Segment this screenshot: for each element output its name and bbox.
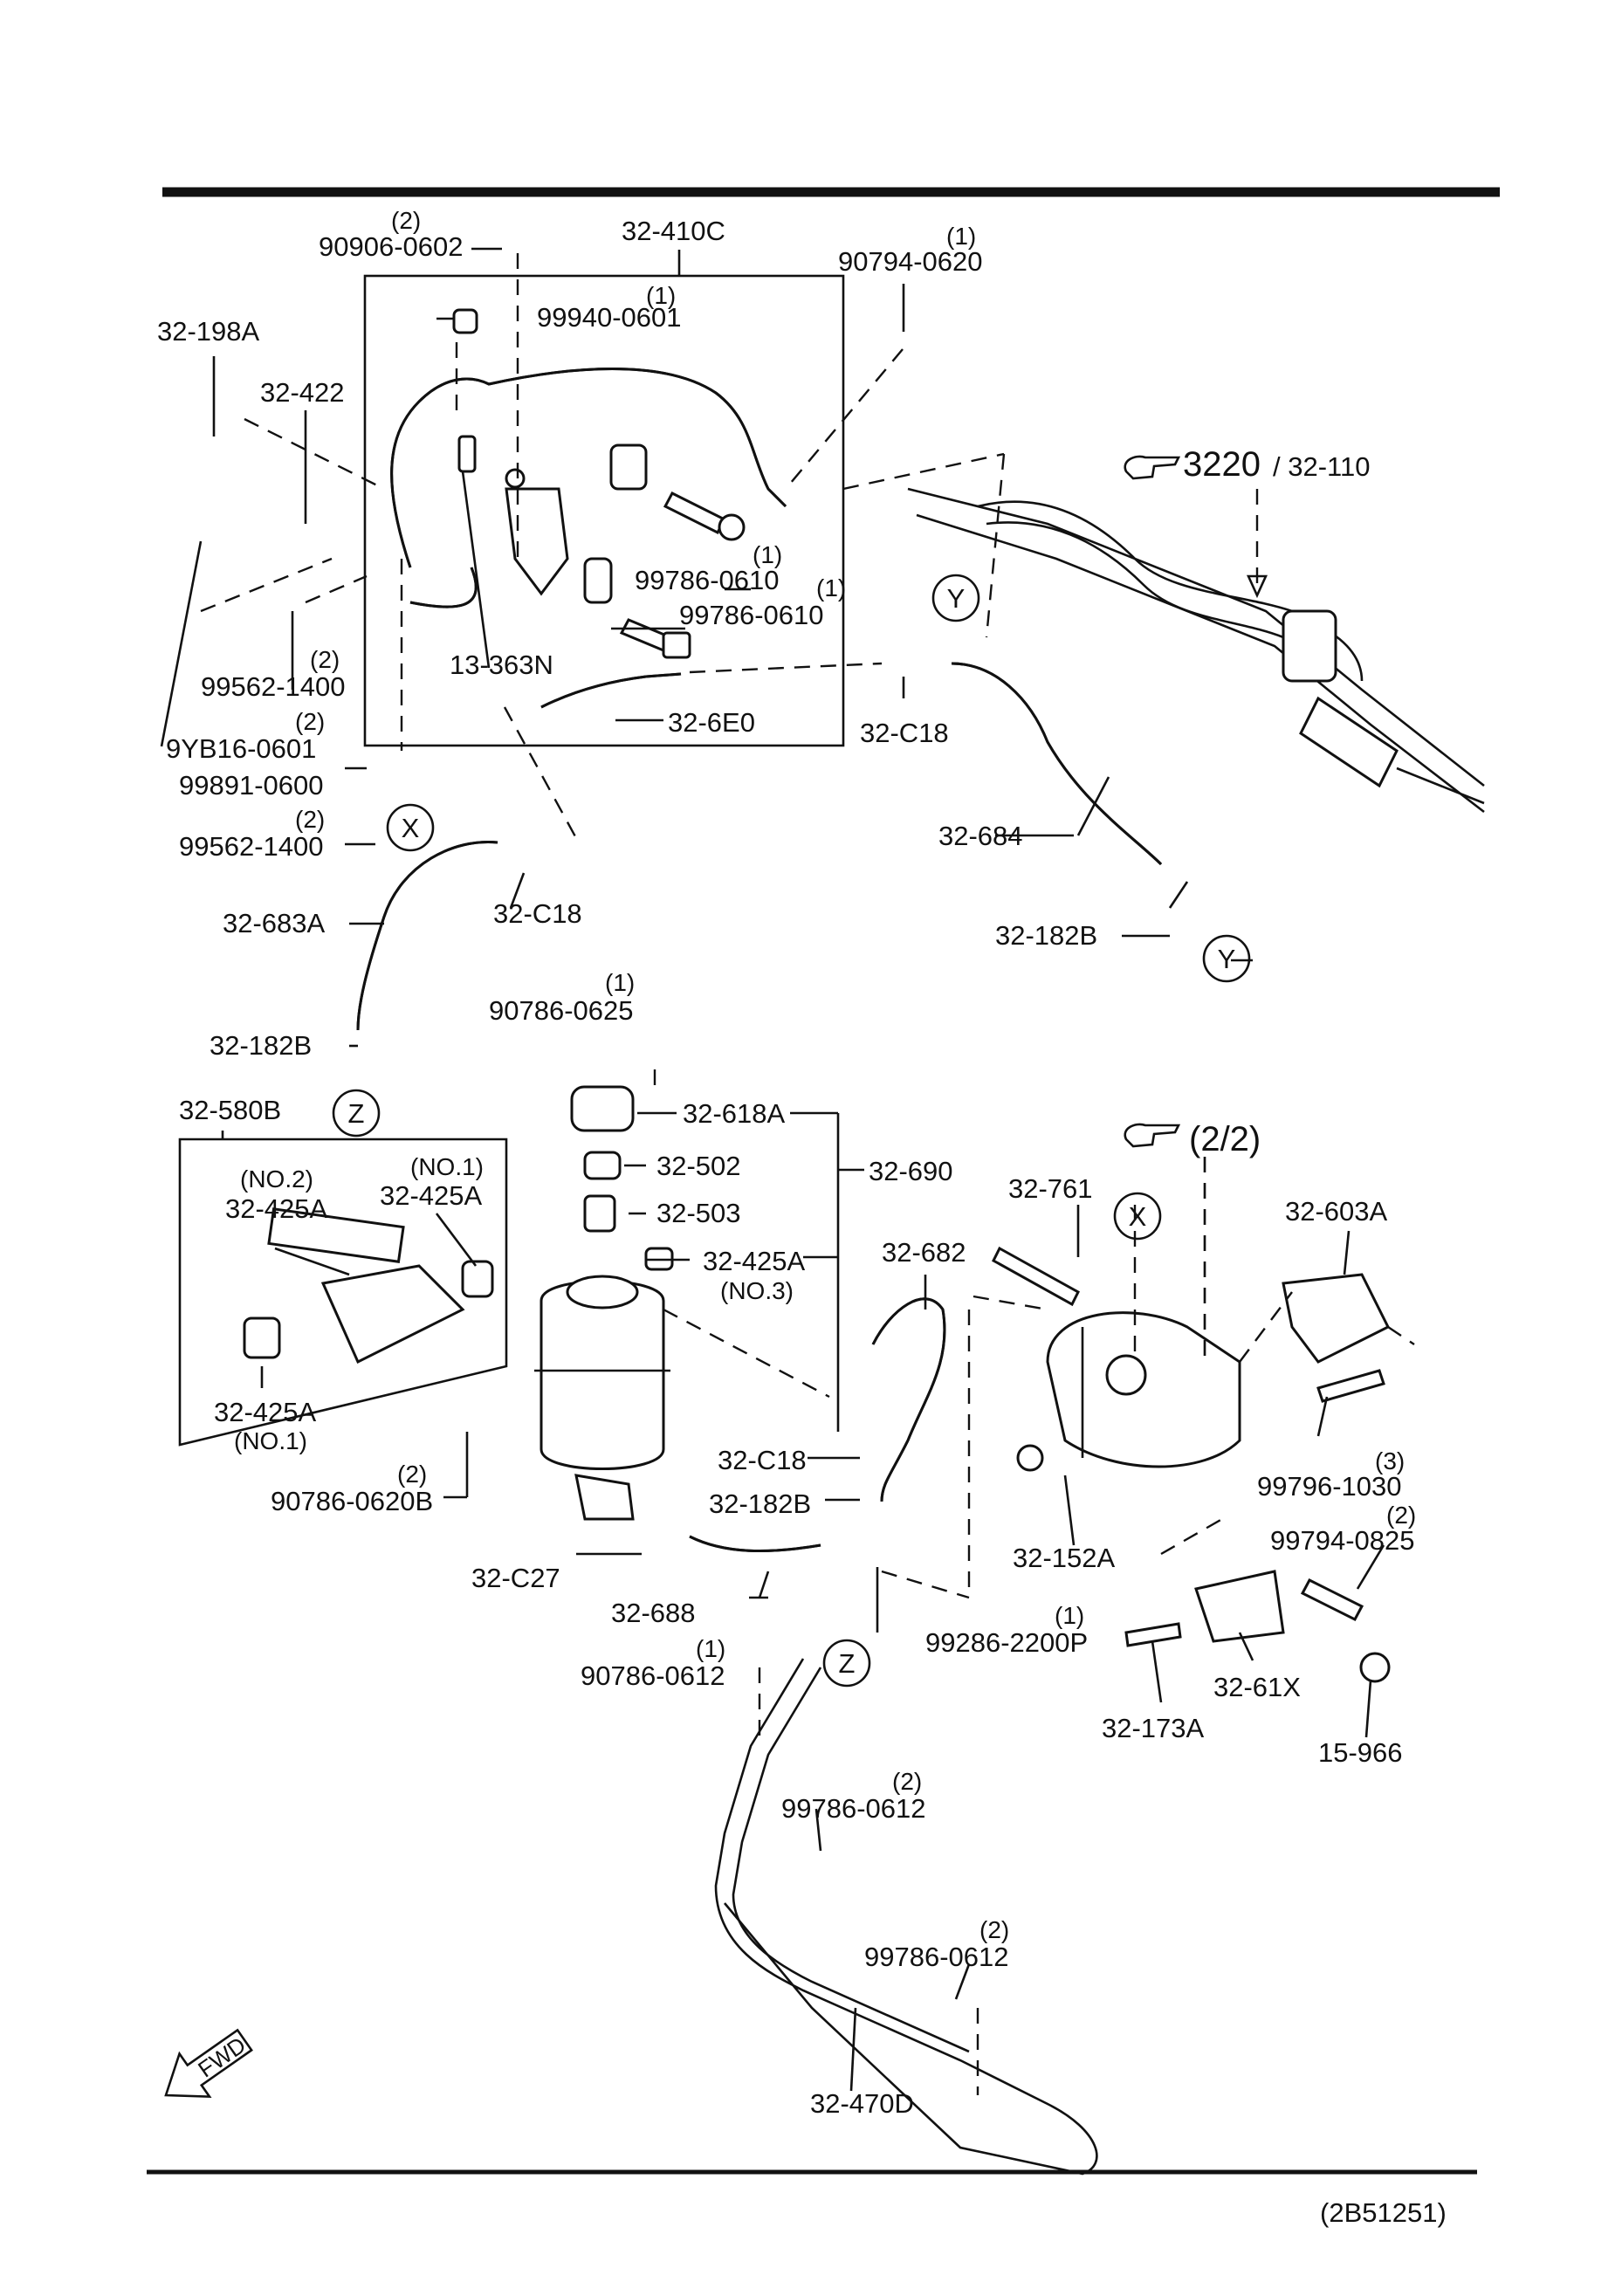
label-32-690: 32-690 — [869, 1156, 953, 1186]
fwd-label: FWD — [193, 2031, 251, 2083]
label-9YB16-0601: 9YB16-0601 — [166, 733, 316, 764]
label-32-410C: 32-410C — [622, 216, 725, 246]
label-32-110: / 32-110 — [1273, 451, 1370, 482]
qty-9YB16-0601: (2) — [295, 708, 325, 735]
label-32-502: 32-502 — [656, 1151, 741, 1181]
label-99940-0601: 99940-0601 — [537, 302, 682, 333]
qty-99786-0610-a: (1) — [753, 541, 782, 568]
qty-99940-0601: (1) — [646, 282, 676, 309]
label-no3: (NO.3) — [720, 1277, 794, 1304]
label-32-152A: 32-152A — [1013, 1543, 1116, 1573]
callout-y-bottom — [1202, 934, 1251, 983]
label-32-C18-b: 32-C18 — [493, 898, 582, 929]
label-90794-0620: 90794-0620 — [838, 246, 983, 277]
label-32-182B-b: 32-182B — [210, 1030, 312, 1061]
label-32-603A: 32-603A — [1285, 1196, 1388, 1227]
label-32-580B: 32-580B — [179, 1095, 281, 1125]
callout-x-pump-label: X — [1129, 1201, 1147, 1232]
label-32-682: 32-682 — [882, 1237, 966, 1268]
label-32-C27: 32-C27 — [471, 1563, 560, 1593]
label-32-425A-no3: 32-425A — [703, 1246, 806, 1276]
label-90786-0612: 90786-0612 — [581, 1660, 725, 1691]
label-32-173A: 32-173A — [1102, 1713, 1205, 1743]
label-32-182B-c: 32-182B — [709, 1488, 811, 1519]
reservoir-assembly — [534, 1085, 674, 1521]
label-3220: 3220 — [1183, 445, 1261, 484]
steering-gear-rack — [907, 487, 1485, 814]
label-32-422: 32-422 — [260, 377, 345, 408]
label-32-761: 32-761 — [1008, 1173, 1093, 1204]
callout-y-top — [931, 574, 980, 622]
hand-pointer-icon — [1124, 455, 1181, 480]
label-32-688: 32-688 — [611, 1598, 696, 1628]
label-99562-1400-a: 99562-1400 — [201, 671, 346, 702]
qty-90786-0612: (1) — [696, 1635, 725, 1662]
label-13-363N: 13-363N — [450, 650, 553, 680]
label-32-6E0: 32-6E0 — [668, 707, 755, 738]
label-99786-0612-a: 99786-0612 — [781, 1793, 926, 1824]
qty-99796-1030: (3) — [1375, 1447, 1405, 1475]
qty-90906-0602: (2) — [391, 207, 421, 234]
callout-y-top-label: Y — [947, 583, 966, 614]
label-99786-0610-b: 99786-0610 — [679, 600, 824, 630]
qty-99286-2200P: (1) — [1055, 1602, 1084, 1629]
power-steering-pump — [992, 1246, 1241, 1468]
label-2-2: (2/2) — [1189, 1120, 1261, 1158]
label-99891-0600: 99891-0600 — [179, 770, 324, 801]
qty-99794-0825: (2) — [1386, 1502, 1416, 1529]
label-99794-0825: 99794-0825 — [1270, 1525, 1415, 1556]
fwd-arrow-icon: FWD — [164, 2028, 253, 2099]
label-no1-a: (NO.1) — [410, 1153, 484, 1180]
label-32-425A-no1-b: 32-425A — [214, 1397, 317, 1427]
label-99796-1030: 99796-1030 — [1257, 1471, 1402, 1502]
label-32-503: 32-503 — [656, 1198, 741, 1228]
qty-99786-0612-a: (2) — [892, 1768, 922, 1795]
qty-99786-0610-b: (1) — [816, 574, 846, 601]
label-32-683A: 32-683A — [223, 908, 326, 938]
label-no2: (NO.2) — [240, 1165, 313, 1193]
cooler-pipe-32-470D — [714, 1658, 1098, 2176]
group-box-32-410C — [363, 274, 845, 747]
label-32-470D: 32-470D — [810, 2088, 914, 2119]
label-32-684: 32-684 — [938, 821, 1023, 851]
qty-99786-0612-b: (2) — [979, 1916, 1009, 1943]
qty-99562-1400-b: (2) — [295, 806, 325, 833]
label-32-C18-c: 32-C18 — [718, 1445, 807, 1475]
callout-z-left — [332, 1089, 381, 1138]
group-box-32-580B — [178, 1138, 508, 1447]
label-32-425A-no1-a: 32-425A — [380, 1180, 483, 1211]
callout-x-left-label: X — [402, 813, 420, 843]
callout-z-left-label: Z — [348, 1098, 365, 1129]
callout-z-pipe — [822, 1639, 871, 1688]
callout-z-pipe-label: Z — [839, 1648, 856, 1679]
callout-y-bottom-label: Y — [1218, 944, 1236, 974]
label-99286-2200P: 99286-2200P — [925, 1627, 1088, 1658]
qty-99562-1400-a: (2) — [310, 646, 340, 673]
label-32-425A-no2: 32-425A — [225, 1193, 328, 1224]
hand-pointer-icon — [1124, 1123, 1181, 1148]
label-90786-0625: 90786-0625 — [489, 995, 634, 1026]
label-32-61X: 32-61X — [1213, 1672, 1301, 1702]
qty-90786-0620B: (2) — [397, 1461, 427, 1488]
label-99786-0610-a: 99786-0610 — [635, 565, 780, 595]
label-99562-1400-b: 99562-1400 — [179, 831, 324, 862]
qty-90786-0625: (1) — [605, 969, 635, 996]
label-no1-b: (NO.1) — [234, 1427, 307, 1454]
label-32-618A: 32-618A — [683, 1098, 786, 1129]
label-32-198A: 32-198A — [157, 316, 260, 347]
callout-x-pump — [1113, 1192, 1162, 1241]
figure-code: (2B51251) — [1320, 2197, 1447, 2228]
label-32-182B-a: 32-182B — [995, 920, 1097, 951]
label-32-C18-a: 32-C18 — [860, 718, 949, 748]
label-90786-0620B: 90786-0620B — [271, 1486, 433, 1516]
callout-x-left — [386, 803, 435, 852]
label-15-966: 15-966 — [1318, 1737, 1403, 1768]
label-99786-0612-b: 99786-0612 — [864, 1942, 1009, 1972]
qty-90794-0620: (1) — [946, 223, 976, 250]
label-90906-0602: 90906-0602 — [319, 231, 464, 262]
